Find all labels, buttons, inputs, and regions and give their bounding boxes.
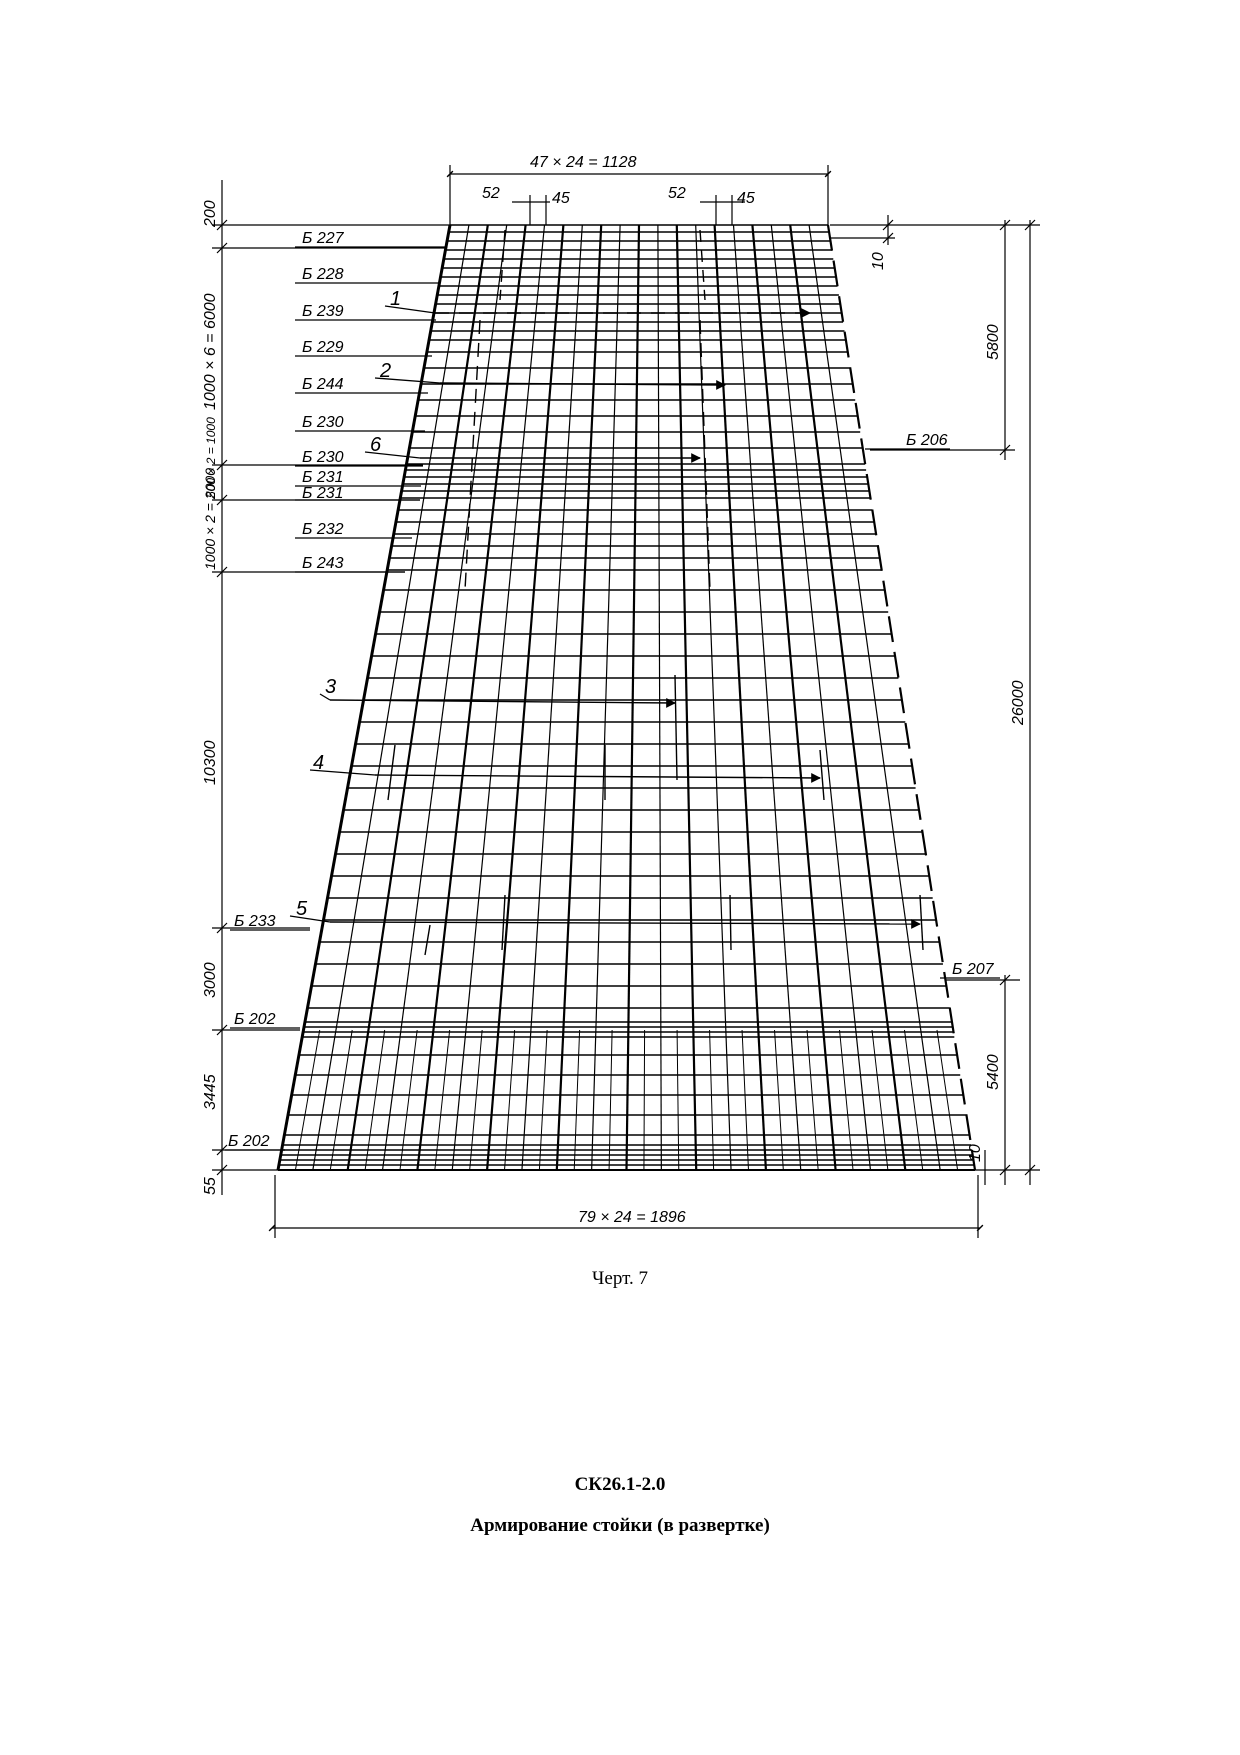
right-dim-5400: 5400: [985, 1054, 1002, 1090]
additional-bar: [806, 1029, 819, 1171]
ring-label-b228: Б 228: [302, 266, 344, 283]
additional-bar: [573, 1029, 581, 1171]
bar-number-4: 4: [313, 752, 324, 774]
ring-label-b232: Б 232: [302, 521, 344, 538]
longitudinal-bar: [732, 224, 802, 1171]
additional-bar: [936, 1029, 959, 1171]
bar-arrows: [329, 229, 924, 956]
ring-label-b227: Б 227: [302, 230, 345, 247]
left-dim-200: 200: [202, 200, 219, 228]
right-dim-26000: 26000: [1010, 680, 1027, 726]
left-dim-55: 55: [202, 1177, 219, 1195]
additional-bar: [709, 1029, 715, 1171]
additional-bar: [871, 1029, 889, 1171]
top-right-spacing-a: 52: [668, 185, 686, 202]
additional-bar: [774, 1029, 784, 1171]
additional-bar: [903, 1029, 924, 1171]
right-dim-10-top: 10: [870, 252, 887, 270]
ring-label-b230-a: Б 230: [302, 414, 344, 431]
longitudinal-bar: [451, 224, 546, 1171]
longitudinal-bar: [486, 224, 565, 1171]
ring-label-b206: Б 206: [906, 432, 948, 449]
top-left-spacing-b: 45: [552, 190, 570, 207]
document-title: Армирование стойки (в развертке): [470, 1515, 770, 1536]
left-dim-10300: 10300: [202, 740, 219, 785]
additional-bar: [399, 1029, 418, 1171]
bar-number-6: 6: [370, 434, 382, 456]
top-dimension: [446, 165, 832, 225]
bar-number-5: 5: [296, 898, 308, 920]
longitudinal-bar: [416, 224, 527, 1171]
additional-bar: [504, 1029, 516, 1171]
left-dim-3000: 3000: [202, 962, 219, 998]
ring-label-b202-b: Б 202: [228, 1133, 270, 1150]
additional-bar: [608, 1029, 613, 1171]
longitudinal-bar: [770, 224, 872, 1171]
longitudinal-bar: [789, 224, 907, 1171]
top-left-spacing-a: 52: [482, 185, 500, 202]
longitudinal-bar: [381, 224, 508, 1171]
bar-number-1: 1: [390, 288, 401, 310]
left-dim-3445: 3445: [202, 1074, 219, 1110]
additional-bar: [839, 1029, 854, 1171]
longitudinal-bar: [751, 224, 837, 1171]
ring-label-b229: Б 229: [302, 339, 344, 356]
bar-number-labels: 1 2 6 3 4 5: [289, 288, 441, 923]
longitudinal-bar: [808, 224, 941, 1171]
top-right-spacing-b: 45: [737, 190, 755, 207]
left-dim-2000: 1000 × 2 = 2000: [202, 468, 218, 570]
top-dimension-label: 47 × 24 = 1128: [530, 154, 637, 171]
ring-label-b202-a: Б 202: [234, 1011, 276, 1028]
grid-left-edge: [276, 224, 452, 1171]
right-dim-5800: 5800: [985, 324, 1002, 360]
bottom-dimension-label: 79 × 24 = 1896: [578, 1209, 686, 1226]
ring-label-b231-b: Б 231: [302, 485, 344, 502]
additional-bar: [469, 1029, 483, 1171]
ring-label-b230-b: Б 230: [302, 449, 344, 466]
ring-label-leaders: [225, 246, 1000, 1151]
document-code: СК26.1-2.0: [574, 1474, 666, 1495]
reinforcement-drawing: 1 2 6 3 4 5 47 × 24 = 1128 52 45 52 45 7…: [202, 154, 1040, 1238]
additional-bar: [741, 1029, 749, 1171]
bar-number-3: 3: [325, 676, 336, 698]
longitudinal-bar: [346, 224, 489, 1171]
longitudinal-bar: [555, 224, 603, 1171]
additional-bar: [538, 1029, 548, 1171]
ring-label-b239: Б 239: [302, 303, 344, 320]
left-dim-6000: 1000 × 6 = 6000: [202, 293, 219, 410]
bar-number-2: 2: [379, 360, 391, 382]
right-dimension-chain: [830, 215, 1040, 1185]
grid-right-edge: [826, 224, 977, 1171]
ring-label-b233: Б 233: [234, 913, 276, 930]
bottom-dimension: [268, 1175, 984, 1238]
longitudinal-bar: [657, 224, 662, 1171]
additional-bar: [329, 1029, 353, 1171]
left-dim-1000: 500 × 2 = 1000: [204, 417, 218, 498]
longitudinal-bar: [675, 224, 698, 1171]
additional-bar: [643, 1029, 646, 1171]
longitudinal-bar: [591, 224, 621, 1171]
ring-label-b231-a: Б 231: [302, 469, 344, 486]
longitudinal-bar: [625, 224, 641, 1171]
longitudinal-bar: [713, 224, 767, 1171]
figure-caption: Черт. 7: [592, 1268, 648, 1289]
longitudinal-bar: [695, 224, 732, 1171]
longitudinal-bar: [521, 224, 583, 1171]
additional-bar: [676, 1029, 680, 1171]
ring-label-b243: Б 243: [302, 555, 344, 572]
ring-label-b244: Б 244: [302, 376, 344, 393]
additional-bar: [364, 1029, 386, 1171]
ring-label-b207: Б 207: [952, 961, 995, 978]
additional-bar: [434, 1029, 451, 1171]
additional-bar: [294, 1029, 321, 1171]
right-dim-10-bottom: 10: [967, 1144, 984, 1162]
